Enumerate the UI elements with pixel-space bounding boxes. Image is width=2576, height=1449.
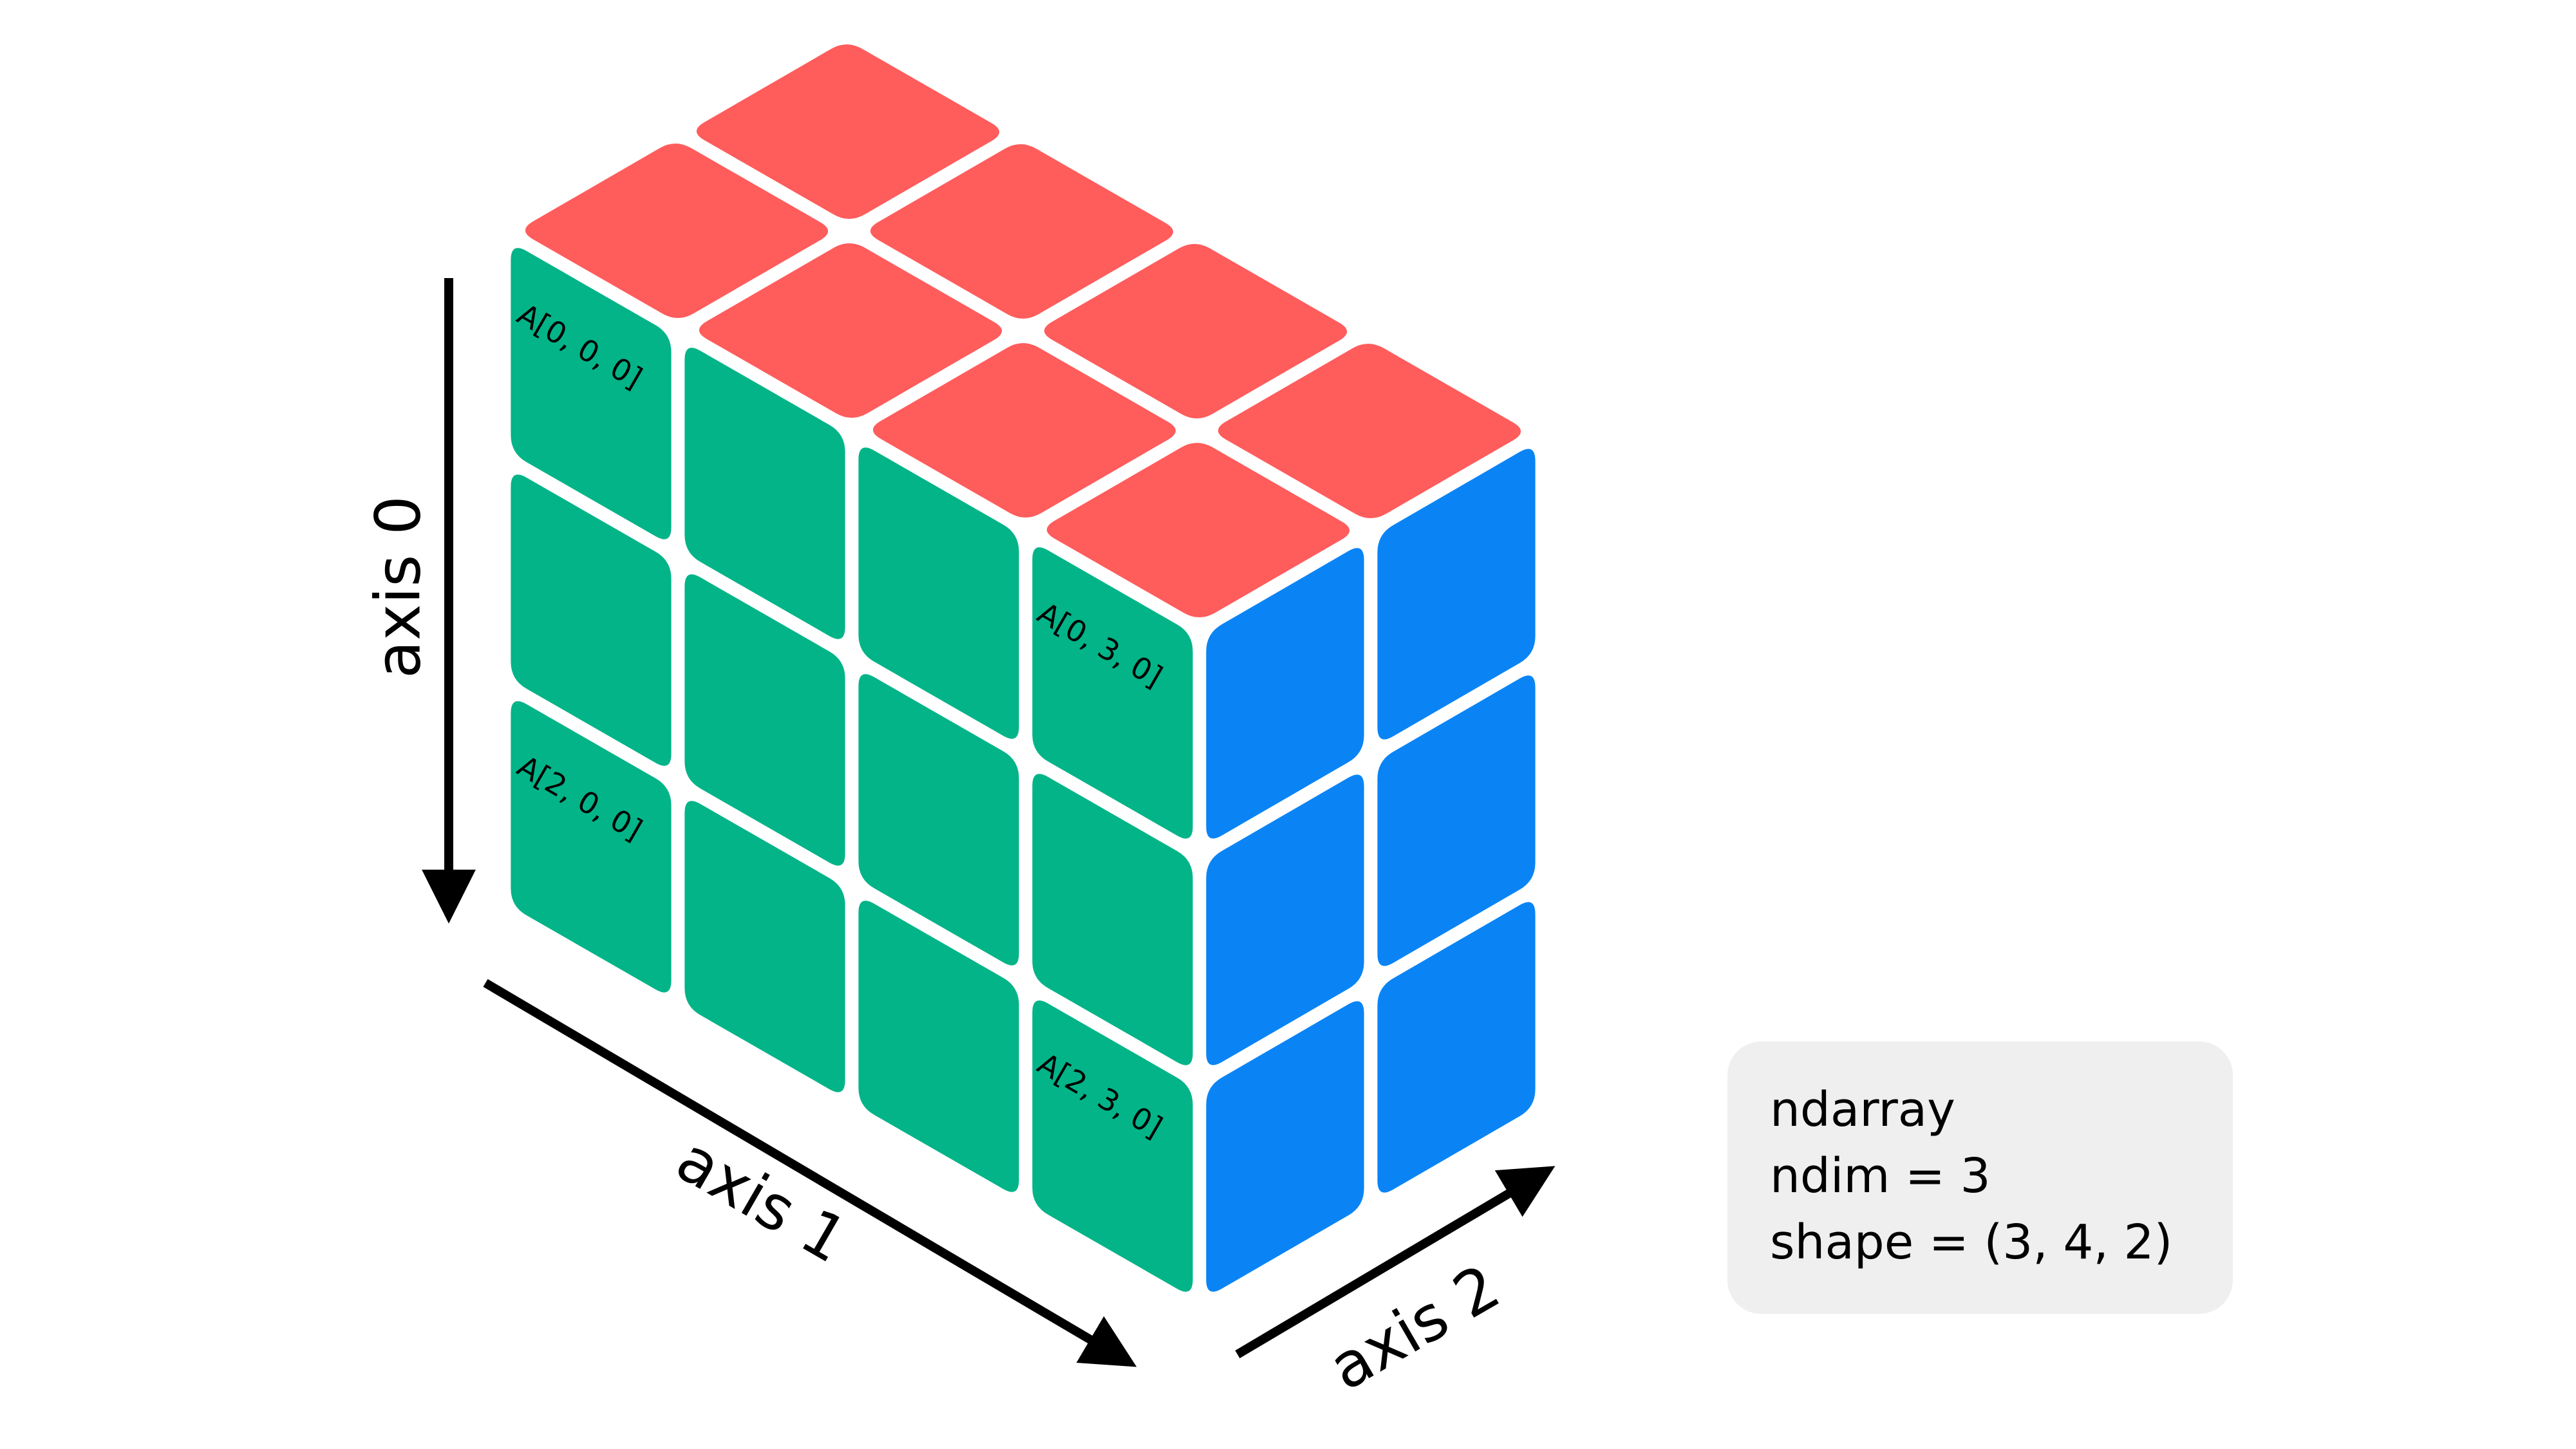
top-cell-2-1 — [1044, 243, 1348, 419]
front-cell-1-0 — [511, 474, 672, 766]
front-cell-1-1 — [684, 574, 845, 866]
info-shape: shape = (3, 4, 2) — [1770, 1215, 2173, 1270]
side-cell-2-0 — [1206, 1001, 1364, 1292]
info-type: ndarray — [1770, 1082, 1955, 1137]
side-cell-1-1 — [1377, 675, 1536, 966]
side-cell-0-0 — [1206, 548, 1364, 839]
side-cell-0-1 — [1377, 449, 1536, 740]
side-cell-2-1 — [1377, 902, 1536, 1193]
info-ndim: ndim = 3 — [1770, 1148, 1991, 1204]
front-cell-1-2 — [858, 674, 1019, 966]
top-cell-1-0 — [699, 243, 1002, 418]
front-cell-0-2 — [858, 447, 1019, 739]
front-cell-1-3 — [1032, 774, 1193, 1065]
front-cell-2-2 — [858, 901, 1019, 1192]
axis2-label: axis 2 — [1317, 1251, 1512, 1405]
front-cell-2-3 — [1032, 1000, 1193, 1292]
front-cell-0-0 — [511, 248, 672, 539]
top-face-axis1-axis2 — [525, 44, 1521, 618]
front-face-axis0-axis1 — [511, 248, 1193, 1292]
ndarray-info-box: ndarray ndim = 3 shape = (3, 4, 2) — [1727, 1042, 2233, 1314]
front-cell-2-0 — [511, 701, 672, 993]
top-cell-2-0 — [872, 342, 1176, 518]
top-cell-1-1 — [870, 144, 1174, 319]
top-cell-3-0 — [1046, 442, 1350, 618]
front-cell-2-1 — [684, 801, 845, 1092]
side-face-axis0-axis2 — [1206, 449, 1536, 1292]
axis0-label: axis 0 — [362, 496, 434, 678]
front-cell-0-1 — [684, 348, 845, 639]
side-cell-1-0 — [1206, 774, 1364, 1065]
top-cell-0-0 — [525, 143, 829, 319]
axis1-arrow — [483, 978, 1137, 1367]
axis2-arrow — [1235, 1166, 1556, 1359]
front-cell-0-3 — [1032, 547, 1193, 839]
top-cell-3-1 — [1217, 343, 1521, 519]
top-cell-0-1 — [696, 44, 1000, 220]
